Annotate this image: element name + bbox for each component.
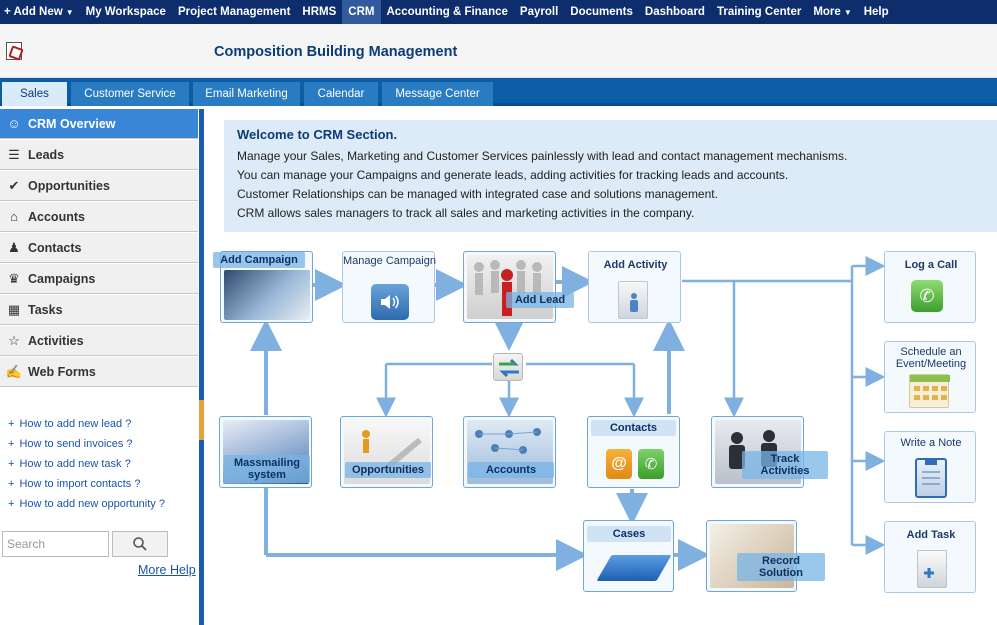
nav-documents[interactable]: Documents [570,6,633,18]
nav-dashboard[interactable]: Dashboard [644,6,705,18]
plus-icon: + [8,418,15,430]
calendar-icon [909,374,950,408]
add-document-icon [917,550,947,588]
tasks-icon: ▦ [7,301,21,317]
search-button[interactable] [112,531,168,557]
nav-crm[interactable]: CRM [342,0,381,24]
node-accounts[interactable]: Accounts [463,416,556,488]
tab-sales[interactable]: Sales [2,82,67,106]
crm-workflow-diagram: Add Campaign Manage Campaign Add Lead Ad… [204,109,997,625]
node-add-lead[interactable]: Add Lead [463,251,574,323]
flow-arrows [250,256,886,571]
chevron-down-icon: ▼ [65,8,74,17]
collapse-handle[interactable] [199,400,204,440]
user-icon: ☺ [7,116,21,131]
crowd-image [467,255,553,319]
nav-hrms[interactable]: HRMS [302,6,337,18]
tab-message-center[interactable]: Message Center [382,82,493,106]
sidebar-item-accounts[interactable]: ⌂ Accounts [0,202,198,232]
sidebar-item-contacts[interactable]: ♟ Contacts [0,233,198,263]
contact-icon: ♟ [8,239,20,255]
clipboard-icon [915,458,947,498]
welcome-panel: Welcome to CRM Section. Manage your Sale… [224,120,997,232]
list-icon: ☰ [8,146,20,162]
node-record-solution[interactable]: Record Solution [706,520,825,592]
welcome-title: Welcome to CRM Section. [237,127,398,142]
home-icon: ⌂ [10,209,18,224]
phone-icon: ✆ [911,280,943,312]
activity-icon: ☆ [8,332,20,348]
node-log-a-call[interactable]: Log a Call ✆ [884,251,976,323]
tab-customer-service[interactable]: Customer Service [71,82,189,106]
top-nav: + Add New▼ My Workspace Project Manageme… [0,0,997,24]
chevron-down-icon: ▼ [843,8,852,17]
welcome-line: Manage your Sales, Marketing and Custome… [237,149,848,163]
plus-icon: + [4,6,14,18]
help-link-add-opportunity[interactable]: +How to add new opportunity ? [8,498,165,510]
document-person-icon [618,281,648,319]
search-icon [133,537,147,551]
app-logo-icon[interactable] [6,42,22,60]
page-header: Composition Building Management [0,24,997,78]
sidebar-divider [199,109,204,625]
sidebar-item-tasks[interactable]: ▦ Tasks [0,295,198,325]
plus-icon: + [8,458,15,470]
form-icon: ✍ [5,363,23,379]
node-add-task[interactable]: Add Task [884,521,976,593]
plus-icon: + [8,438,15,450]
nav-accounting-finance[interactable]: Accounting & Finance [386,6,508,18]
node-manage-campaign[interactable]: Manage Campaign [342,251,436,323]
sidebar-item-crm-overview[interactable]: ☺ CRM Overview [0,109,198,139]
book-icon [596,555,672,581]
node-add-activity[interactable]: Add Activity [588,251,681,323]
welcome-line: Customer Relationships can be managed wi… [237,187,718,201]
welcome-line: CRM allows sales managers to track all s… [237,206,695,220]
main-content: Welcome to CRM Section. Manage your Sale… [204,109,997,625]
sidebar-item-opportunities[interactable]: ✔ Opportunities [0,171,198,201]
welcome-line: You can manage your Campaigns and genera… [237,168,789,182]
sidebar-item-leads[interactable]: ☰ Leads [0,140,198,170]
node-massmailing-system[interactable]: Massmailing system [219,416,312,488]
nav-project-management[interactable]: Project Management [177,6,291,18]
plus-icon: + [8,498,15,510]
company-name: Composition Building Management [214,44,458,60]
sidebar: ☺ CRM Overview ☰ Leads ✔ Opportunities ⌂… [0,109,199,625]
sidebar-item-web-forms[interactable]: ✍ Web Forms [0,357,198,387]
nav-training-center[interactable]: Training Center [716,6,802,18]
node-track-activities[interactable]: Track Activities [711,416,828,488]
node-opportunities[interactable]: Opportunities [340,416,433,488]
speaker-icon [371,284,409,320]
business-meeting-image [224,270,310,320]
check-icon: ✔ [8,177,20,193]
nav-payroll[interactable]: Payroll [519,6,559,18]
nav-more[interactable]: More▼ [813,6,852,18]
email-icon: @ [606,449,632,479]
node-add-campaign[interactable]: Add Campaign [213,251,313,323]
nav-help[interactable]: Help [863,6,889,18]
sidebar-item-activities[interactable]: ☆ Activities [0,326,198,356]
help-link-add-task[interactable]: +How to add new task ? [8,458,131,470]
node-cases[interactable]: Cases [583,520,674,592]
campaign-icon: ♛ [8,270,20,286]
tab-email-marketing[interactable]: Email Marketing [193,82,300,106]
nav-my-workspace[interactable]: My Workspace [85,6,166,18]
search-input[interactable] [2,531,109,557]
more-help-link[interactable]: More Help [138,563,196,577]
tab-calendar[interactable]: Calendar [304,82,378,106]
node-contacts[interactable]: Contacts @ ✆ [587,416,680,488]
help-link-import-contacts[interactable]: +How to import contacts ? [8,478,141,490]
tab-bar: Sales Customer Service Email Marketing C… [0,78,997,106]
phone-icon: ✆ [638,449,664,479]
node-write-a-note[interactable]: Write a Note [884,431,976,503]
nav-add-new[interactable]: + Add New▼ [4,6,74,18]
sidebar-item-campaigns[interactable]: ♛ Campaigns [0,264,198,294]
help-link-send-invoices[interactable]: +How to send invoices ? [8,438,133,450]
plus-icon: + [8,478,15,490]
exchange-icon[interactable] [493,353,523,381]
node-schedule-event[interactable]: Schedule an Event/Meeting [884,341,976,413]
help-link-add-lead[interactable]: +How to add new lead ? [8,418,132,430]
